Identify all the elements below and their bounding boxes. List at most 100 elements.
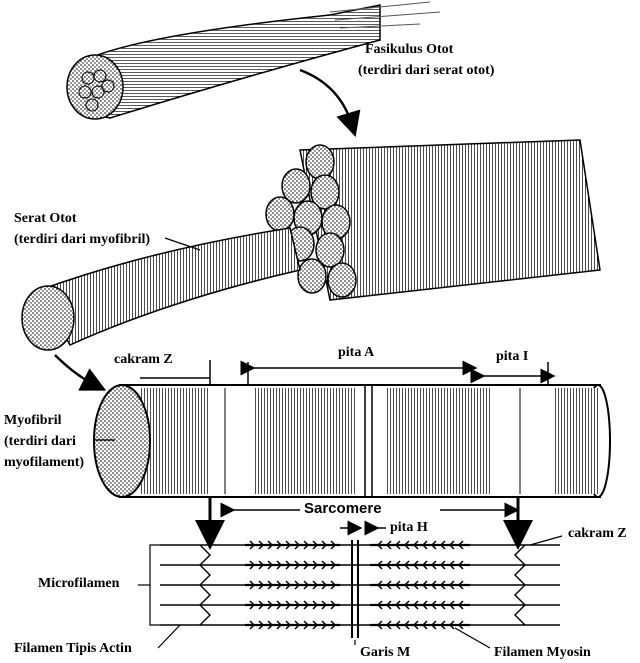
myosin-head-left	[285, 540, 292, 550]
myosin-head-right	[439, 600, 446, 610]
myosin-head-right	[421, 580, 428, 590]
sarcomere-filaments	[160, 540, 560, 638]
myosin-head-left	[258, 620, 265, 630]
myosin-head-right	[430, 560, 437, 570]
myosin-head-right	[385, 580, 392, 590]
myosin-head-left	[276, 560, 283, 570]
myosin-head-left	[258, 600, 265, 610]
myosin-head-right	[457, 620, 464, 630]
myosin-head-left	[285, 620, 292, 630]
myosin-head-left	[321, 580, 328, 590]
fascicle-sublabel: (terdiri dari serat otot)	[358, 63, 495, 78]
myosin-head-left	[267, 580, 274, 590]
myosin-head-left	[294, 600, 301, 610]
myosin-head-right	[412, 540, 419, 550]
myofibril-illustration	[93, 384, 611, 498]
myosin-head-right	[403, 620, 410, 630]
myosin-head-left	[258, 540, 265, 550]
myofibril-label: Myofibril	[4, 413, 62, 428]
myosin-head-right	[448, 560, 455, 570]
myosin-head-right	[448, 540, 455, 550]
myosin-head-left	[303, 600, 310, 610]
myosin-head-right	[394, 560, 401, 570]
myosin-head-right	[448, 620, 455, 630]
a-band-label: pita A	[338, 345, 375, 360]
myosin-head-left	[258, 560, 265, 570]
myosin-head-right	[439, 580, 446, 590]
myosin-head-right	[394, 620, 401, 630]
myosin-head-left	[312, 580, 319, 590]
myosin-head-left	[276, 600, 283, 610]
myosin-head-left	[294, 560, 301, 570]
myosin-head-right	[421, 560, 428, 570]
myosin-head-right	[376, 600, 383, 610]
myosin-head-right	[394, 580, 401, 590]
myosin-head-left	[312, 560, 319, 570]
myosin-head-right	[457, 600, 464, 610]
myosin-head-right	[385, 600, 392, 610]
myofibril-sublabel-2: myofilament)	[4, 455, 85, 470]
myosin-head-left	[330, 580, 337, 590]
myosin-head-left	[294, 580, 301, 590]
myosin-head-left	[330, 600, 337, 610]
myosin-head-left	[321, 600, 328, 610]
myosin-head-left	[285, 580, 292, 590]
muscle-fiber-sublabel: (terdiri dari myofibril)	[14, 232, 151, 247]
myosin-head-left	[330, 620, 337, 630]
myosin-head-right	[403, 580, 410, 590]
myosin-head-right	[403, 540, 410, 550]
myosin-head-left	[321, 620, 328, 630]
myosin-head-left	[267, 560, 274, 570]
myosin-head-left	[276, 620, 283, 630]
z-disc-right-label: cakram Z	[568, 526, 627, 541]
myosin-head-left	[249, 580, 256, 590]
myosin-head-right	[403, 560, 410, 570]
myosin-head-left	[267, 620, 274, 630]
myosin-head-left	[312, 600, 319, 610]
myosin-head-right	[403, 600, 410, 610]
myosin-head-right	[439, 540, 446, 550]
myosin-head-left	[267, 600, 274, 610]
myosin-head-left	[267, 540, 274, 550]
myosin-head-left	[249, 560, 256, 570]
myosin-head-right	[385, 560, 392, 570]
fascicle-illustration	[66, 1, 441, 120]
myosin-head-right	[394, 540, 401, 550]
myosin-head-right	[448, 580, 455, 590]
myosin-head-right	[385, 620, 392, 630]
myosin-head-left	[303, 540, 310, 550]
myosin-head-right	[439, 560, 446, 570]
myosin-head-left	[258, 580, 265, 590]
myosin-head-left	[303, 560, 310, 570]
myosin-head-right	[385, 540, 392, 550]
arrow-fascicle-to-bundle	[299, 68, 361, 137]
myosin-head-right	[412, 560, 419, 570]
dimension-lines	[140, 360, 556, 536]
myosin-head-right	[457, 560, 464, 570]
myosin-head-left	[285, 600, 292, 610]
myosin-head-left	[330, 540, 337, 550]
myosin-head-left	[249, 600, 256, 610]
m-line-label: Garis M	[360, 645, 411, 660]
myosin-head-left	[312, 540, 319, 550]
myosin-head-right	[421, 540, 428, 550]
myosin-head-left	[303, 620, 310, 630]
myosin-head-right	[430, 600, 437, 610]
myosin-head-right	[457, 540, 464, 550]
actin-filament-label: Filamen Tipis Actin	[14, 641, 132, 656]
myosin-head-left	[276, 540, 283, 550]
myosin-head-left	[321, 540, 328, 550]
myosin-head-right	[430, 580, 437, 590]
myosin-head-right	[412, 580, 419, 590]
myosin-head-right	[421, 600, 428, 610]
myosin-head-right	[412, 600, 419, 610]
myosin-head-right	[439, 620, 446, 630]
fascicle-label: Fasikulus Otot	[365, 42, 454, 57]
myosin-head-right	[376, 620, 383, 630]
myosin-head-left	[294, 620, 301, 630]
myosin-head-left	[249, 620, 256, 630]
microfilament-label: Microfilamen	[38, 576, 120, 591]
myosin-head-right	[376, 580, 383, 590]
myosin-head-left	[321, 560, 328, 570]
